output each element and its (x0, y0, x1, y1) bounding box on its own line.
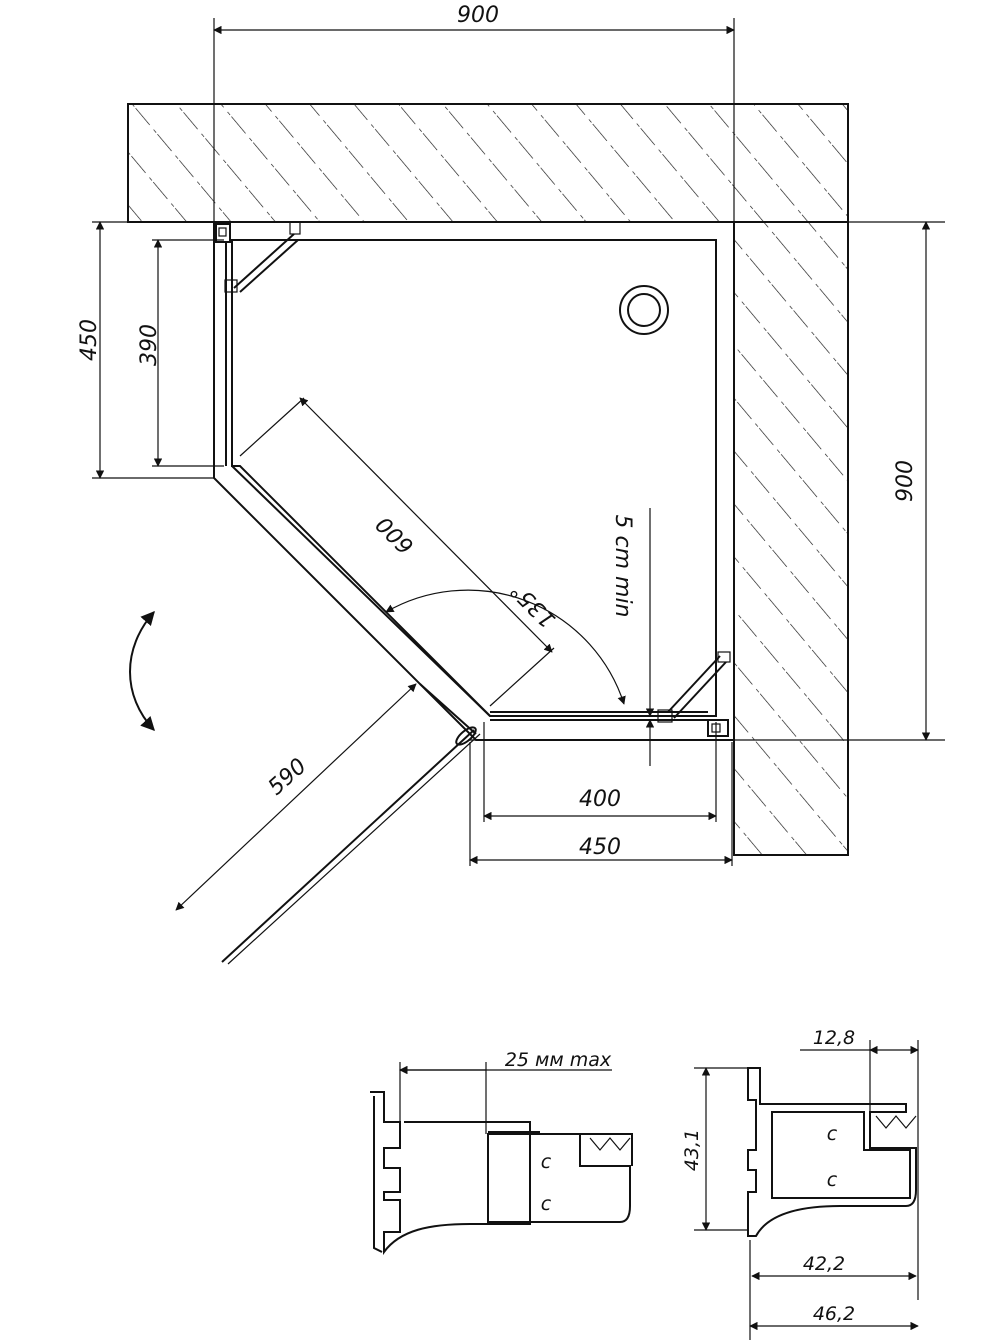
right-wall (733, 221, 849, 856)
dim-right-height: 900 (893, 460, 918, 502)
profile-a: c c 25 мм max (370, 1049, 633, 1256)
c-clip-2: c (541, 1193, 552, 1215)
profile-b: c c 43,1 12,8 42,2 46,2 (681, 1027, 919, 1340)
dim-left-inner: 390 (137, 324, 162, 366)
bottom-fixed-panel (490, 651, 731, 737)
door-open-panel-b (227, 733, 481, 965)
dim-gap-max: 25 мм max (505, 1049, 612, 1071)
dimension-clearance: 5 cm min (610, 508, 655, 766)
dim-profile-offset: 12,8 (813, 1027, 855, 1049)
dim-diagonal: 600 (372, 511, 419, 558)
c-clip-1: c (541, 1151, 552, 1173)
dim-profile-height: 43,1 (681, 1129, 703, 1171)
door-closed-edge (419, 683, 477, 735)
dim-left-outer: 450 (77, 319, 102, 361)
c-clip-3: c (827, 1123, 838, 1145)
dimension-top-900: 900 (213, 3, 735, 35)
dim-top-width: 900 (457, 3, 499, 28)
rotation-arrow-icon (129, 610, 155, 732)
dim-bottom-inner: 400 (579, 787, 621, 812)
dim-angle: 135° (506, 577, 561, 632)
door-open-panel-a (221, 729, 475, 963)
dimension-bottom-450: 450 (469, 742, 733, 866)
left-fixed-panel (215, 221, 301, 466)
dimension-right-900: 900 (893, 221, 931, 741)
dimension-door-590: 590 (175, 683, 417, 911)
dim-bottom-outer: 450 (579, 835, 621, 860)
c-clip-4: c (827, 1169, 838, 1191)
dimension-left-450: 450 (77, 221, 214, 479)
tray-inner (231, 239, 717, 717)
dim-profile-inner-width: 42,2 (803, 1253, 845, 1275)
dim-profile-outer-width: 46,2 (813, 1303, 855, 1325)
tray-outer (213, 221, 735, 741)
top-wall (127, 103, 849, 223)
door (221, 683, 481, 965)
drain-icon (619, 285, 669, 335)
hinge-icon (455, 726, 477, 746)
dimension-bottom-400: 400 (483, 722, 717, 822)
dim-door-length: 590 (264, 754, 312, 801)
walls (127, 103, 849, 856)
dim-clearance: 5 cm min (610, 515, 635, 618)
dimension-left-390: 390 (137, 239, 224, 467)
